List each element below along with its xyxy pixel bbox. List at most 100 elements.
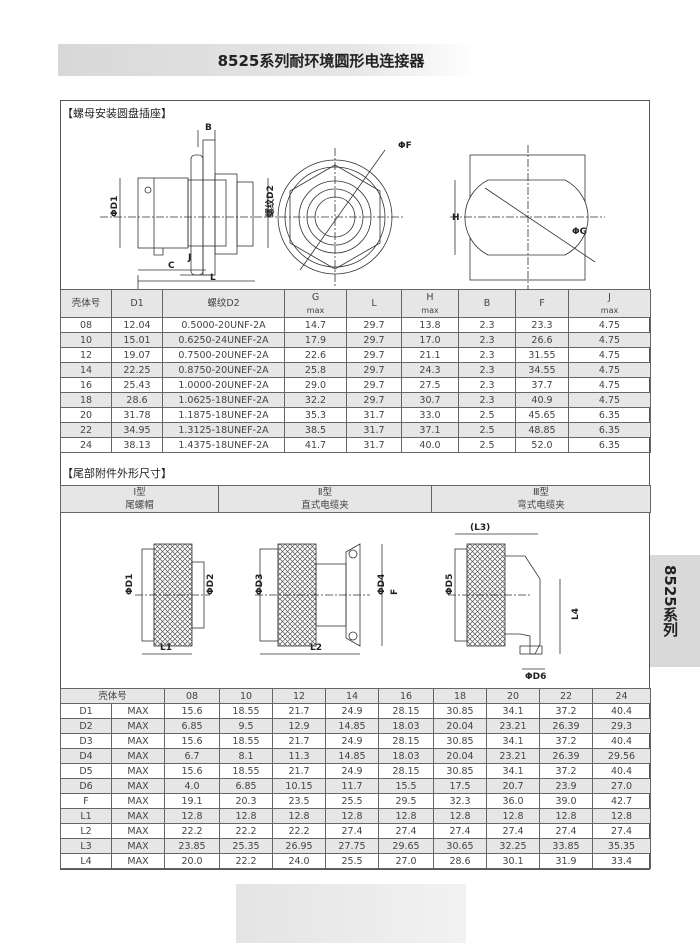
- table-cell: 12.8: [378, 808, 435, 824]
- table-cell: 27.0: [592, 778, 652, 794]
- table-cell: 22.2: [219, 823, 274, 839]
- table-cell: 27.4: [378, 823, 435, 839]
- table-cell: 4.75: [568, 317, 651, 333]
- table-cell: 2.3: [458, 377, 516, 393]
- table-cell: 4.75: [568, 377, 651, 393]
- table-cell: 37.2: [539, 703, 594, 719]
- page-title: 8525系列耐环境圆形电连接器: [217, 52, 425, 70]
- table-cell: MAX: [110, 838, 166, 854]
- table-cell: 34.1: [486, 703, 541, 719]
- dim-label-j: J: [187, 253, 191, 263]
- table-cell: 48.85: [515, 422, 569, 438]
- table-cell: F: [60, 793, 112, 809]
- table-cell: 31.7: [346, 422, 402, 438]
- table-cell: 32.25: [486, 838, 541, 854]
- table-cell: 12.04: [111, 317, 163, 333]
- table-cell: 28.15: [378, 703, 435, 719]
- type-1-header: Ⅰ型尾螺帽: [60, 485, 219, 513]
- table-cell: 9.5: [219, 718, 274, 734]
- table-cell: 30.85: [433, 703, 488, 719]
- dim-label-d4: ΦD4: [377, 574, 387, 595]
- table-cell: 2.5: [458, 437, 516, 453]
- table-cell: 15.6: [164, 733, 221, 749]
- table-cell: 31.55: [515, 347, 569, 363]
- column-header: 22: [539, 688, 594, 704]
- table-cell: 4.0: [164, 778, 221, 794]
- table-cell: 27.4: [486, 823, 541, 839]
- table-cell: 6.35: [568, 422, 651, 438]
- dim-label-c: C: [168, 261, 175, 271]
- table-cell: MAX: [110, 718, 166, 734]
- dim-label-d6: ΦD6: [525, 672, 546, 682]
- table-cell: 0.7500-20UNEF-2A: [162, 347, 285, 363]
- dim-label-l: L: [210, 273, 216, 283]
- table-cell: 20.7: [486, 778, 541, 794]
- table-cell: 27.75: [325, 838, 380, 854]
- table-cell: 18.03: [378, 718, 435, 734]
- table-cell: 2.3: [458, 332, 516, 348]
- table-cell: 27.4: [433, 823, 488, 839]
- table-cell: 22.25: [111, 362, 163, 378]
- table-cell: 6.85: [164, 718, 221, 734]
- column-header: 14: [325, 688, 380, 704]
- table-cell: 15.6: [164, 703, 221, 719]
- table-cell: 24.9: [325, 703, 380, 719]
- table-cell: 10: [60, 332, 112, 348]
- dim-label-l4: L4: [571, 608, 581, 620]
- dim-label-h: H: [452, 213, 460, 223]
- table-cell: 24.9: [325, 733, 380, 749]
- table-cell: 2.3: [458, 362, 516, 378]
- table-cell: 30.85: [433, 733, 488, 749]
- table-cell: L4: [60, 853, 112, 869]
- table-cell: 6.85: [219, 778, 274, 794]
- table-cell: 28.15: [378, 733, 435, 749]
- table-cell: 52.0: [515, 437, 569, 453]
- table-cell: 33.85: [539, 838, 594, 854]
- table-cell: D4: [60, 748, 112, 764]
- table-cell: 4.75: [568, 347, 651, 363]
- table-cell: 25.43: [111, 377, 163, 393]
- dim-label-f: ΦF: [398, 141, 412, 151]
- table-cell: 27.5: [401, 377, 459, 393]
- table-cell: 6.35: [568, 407, 651, 423]
- side-tab-label: 8525系列: [661, 565, 679, 637]
- table-cell: 25.5: [325, 853, 380, 869]
- dim-label-d2: ΦD2: [206, 574, 216, 595]
- dim-label-g: ΦG: [572, 227, 587, 237]
- accessory-type-header: Ⅰ型尾螺帽 Ⅱ型直式电缆夹 Ⅲ型弯式电缆夹: [60, 485, 651, 513]
- table-cell: 20.0: [164, 853, 221, 869]
- table-cell: 17.9: [284, 332, 347, 348]
- dim-label-d2: 螺纹D2: [264, 185, 276, 217]
- table-cell: 1.0000-20UNEF-2A: [162, 377, 285, 393]
- table-cell: D6: [60, 778, 112, 794]
- table-cell: 21.7: [272, 733, 327, 749]
- table-cell: 0.6250-24UNEF-2A: [162, 332, 285, 348]
- table-cell: 21.1: [401, 347, 459, 363]
- table-cell: L1: [60, 808, 112, 824]
- table-cell: 38.5: [284, 422, 347, 438]
- table-cell: 27.4: [592, 823, 652, 839]
- table-cell: D5: [60, 763, 112, 779]
- table-cell: 34.55: [515, 362, 569, 378]
- table-cell: 4.75: [568, 362, 651, 378]
- table-cell: 40.4: [592, 703, 652, 719]
- table-cell: 14.7: [284, 317, 347, 333]
- column-header: F: [515, 289, 569, 318]
- table-cell: 34.95: [111, 422, 163, 438]
- table-cell: 23.21: [486, 718, 541, 734]
- table-cell: 6.7: [164, 748, 221, 764]
- table-cell: MAX: [110, 778, 166, 794]
- table-cell: 33.0: [401, 407, 459, 423]
- dim-label-d1: ΦD1: [125, 574, 135, 595]
- table-cell: 27.4: [325, 823, 380, 839]
